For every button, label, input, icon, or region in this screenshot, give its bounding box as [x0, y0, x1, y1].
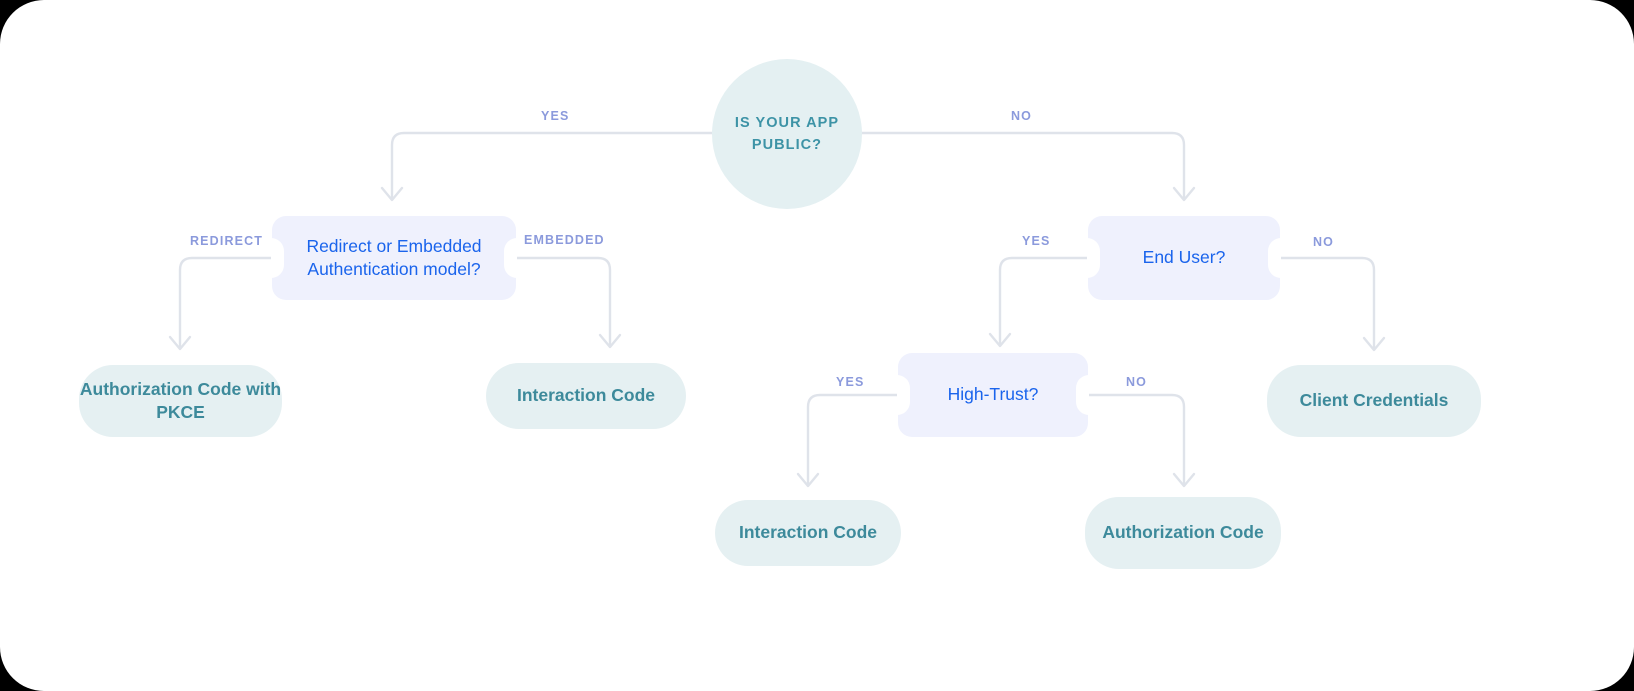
node-interaction-code-right[interactable]: Interaction Code [715, 500, 901, 566]
arrowhead-root-no [1172, 186, 1196, 202]
notch-left [271, 238, 284, 278]
edge-label-root-yes: YES [541, 109, 570, 123]
node-root[interactable]: IS YOUR APP PUBLIC? [712, 59, 862, 209]
node-high-trust-label: High-Trust? [947, 384, 1039, 405]
node-root-label: IS YOUR APP PUBLIC? [734, 114, 840, 153]
connector-root-no [860, 131, 1186, 200]
notch-left [1087, 238, 1100, 278]
node-interaction-code-left-label: Interaction Code [516, 385, 656, 406]
notch-right [1076, 375, 1089, 415]
connector-enduser-yes [998, 256, 1090, 346]
node-authorization-code-with-pkce[interactable]: Authorization Code with PKCE [79, 365, 282, 437]
edge-label-hightrust-yes: YES [836, 375, 865, 389]
connector-root-yes [390, 131, 714, 200]
arrowhead-hightrust-yes [796, 472, 820, 488]
node-auth-model[interactable]: Redirect or Embedded Authentication mode… [271, 216, 517, 300]
arrowhead-embedded [598, 333, 622, 349]
connector-redirect [178, 256, 274, 349]
connector-embedded [514, 256, 612, 347]
arrowhead-enduser-yes [988, 332, 1012, 348]
node-high-trust[interactable]: High-Trust? [897, 353, 1089, 437]
edge-label-root-no: NO [1011, 109, 1033, 123]
notch-right [504, 238, 517, 278]
connector-hightrust-yes [806, 393, 900, 486]
edge-label-embedded: EMBEDDED [524, 233, 605, 247]
node-client-credentials-label: Client Credentials [1299, 390, 1449, 411]
notch-left [897, 375, 910, 415]
arrowhead-hightrust-no [1172, 472, 1196, 488]
node-pkce-label: Authorization Code with PKCE [79, 378, 282, 422]
node-interaction-code-right-label: Interaction Code [738, 522, 878, 543]
edge-label-enduser-yes: YES [1022, 234, 1051, 248]
connector-hightrust-no [1086, 393, 1186, 486]
edge-label-enduser-no: NO [1313, 235, 1335, 249]
node-authorization-code[interactable]: Authorization Code [1085, 497, 1281, 569]
node-auth-model-label: Redirect or Embedded Authentication mode… [306, 235, 482, 279]
edge-label-redirect: REDIRECT [190, 234, 264, 248]
arrowhead-root-yes [380, 186, 404, 202]
node-end-user[interactable]: End User? [1087, 216, 1281, 300]
node-interaction-code-left[interactable]: Interaction Code [486, 363, 686, 429]
connector-enduser-no [1278, 256, 1376, 350]
node-client-credentials[interactable]: Client Credentials [1267, 365, 1481, 437]
node-end-user-label: End User? [1142, 247, 1226, 268]
notch-right [1268, 238, 1281, 278]
arrowhead-enduser-no [1362, 336, 1386, 352]
edge-label-hightrust-no: NO [1126, 375, 1148, 389]
arrowhead-redirect [168, 335, 192, 351]
node-authorization-code-label: Authorization Code [1102, 522, 1264, 543]
